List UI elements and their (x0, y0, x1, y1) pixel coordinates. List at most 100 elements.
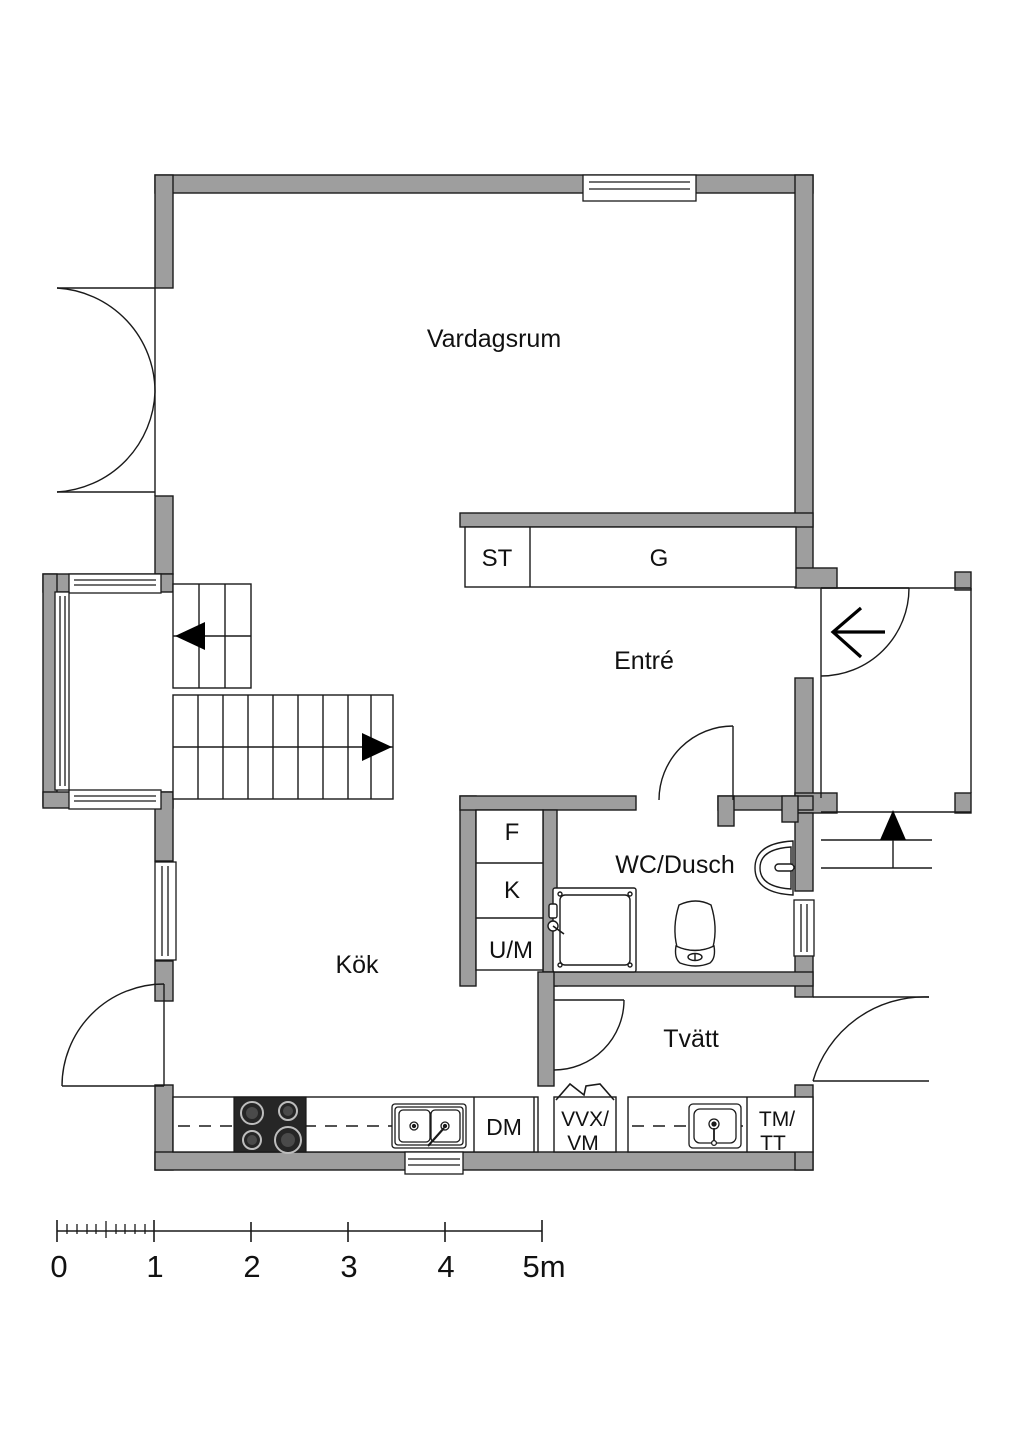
exterior-wall-bottom (154, 1151, 814, 1171)
shower-hinge-tl (557, 891, 563, 897)
step-up-arrow-icon (880, 810, 906, 840)
interior-wall-entrance-kitchen (459, 795, 477, 987)
interior-wall-wc-top-left (459, 795, 637, 811)
closet-bank-group (464, 526, 797, 971)
stair-direction-arrows (175, 622, 392, 761)
stairs-group (172, 583, 394, 800)
burner-1-inner (246, 1107, 258, 1119)
shower-cabin (547, 887, 637, 973)
window-stair-lower-frame (68, 789, 162, 810)
door-laundry-arc (812, 996, 930, 1082)
vvx-vm-unit (553, 1096, 617, 1153)
window-kitchen-left-frame (154, 861, 177, 961)
label-tvatt: Tvätt (663, 1025, 719, 1053)
shower-tray-inner (559, 894, 631, 966)
burner-2 (278, 1101, 298, 1121)
scale-label-2: 2 (243, 1249, 260, 1284)
window-stair-side-frame (54, 591, 70, 791)
kitchen-sink (391, 1103, 467, 1149)
sink-drain-right-dot (442, 1123, 448, 1129)
exterior-wall-left-upper (154, 174, 174, 289)
closet-bank-st-g (464, 526, 797, 588)
laundry-sink-drain-dot (711, 1121, 717, 1127)
label-vvx-vm-line1: VVX/ (561, 1108, 609, 1131)
burner-1 (240, 1101, 264, 1125)
shower-hinge-br (627, 962, 633, 968)
interior-wall-wc-door-jamb (717, 795, 735, 827)
label-tm-tt-line2: TT (760, 1132, 786, 1155)
door-kitchen-arc (61, 983, 165, 1087)
window-stair-side (54, 591, 70, 791)
exterior-wall-right-lower-a (794, 812, 814, 892)
interior-wall-wc-right (781, 795, 799, 823)
door-living-arc-top (56, 287, 156, 393)
door-group (56, 287, 972, 1087)
window-living-top (582, 174, 697, 202)
burner-2-inner (283, 1106, 293, 1116)
label-wc-dusch: WC/Dusch (615, 851, 734, 879)
window-stair-upper-frame (68, 573, 162, 594)
cooktop (233, 1096, 307, 1154)
sink-drain-left-dot (411, 1123, 417, 1129)
vvx-gable-glyph (555, 1082, 615, 1101)
label-closet-f: F (505, 819, 520, 846)
window-stair-lower (68, 789, 162, 810)
scale-label-5m: 5m (522, 1249, 565, 1284)
stair-arrow-down-icon (362, 733, 392, 761)
washbasin (754, 840, 795, 896)
window-kitchen-left (154, 861, 177, 961)
laundry-sink-tap (710, 1139, 718, 1147)
label-kok: Kök (335, 951, 379, 979)
laundry-sink (688, 1103, 742, 1149)
shower-hinge-bl (557, 962, 563, 968)
window-living-top-frame (582, 174, 697, 202)
label-entre: Entré (614, 647, 674, 675)
toilet (674, 900, 716, 967)
window-kitchen-bottom (404, 1151, 464, 1175)
burner-4 (274, 1126, 302, 1154)
label-dishwasher: DM (486, 1114, 522, 1140)
exterior-wall-vestibule-bottom-r (954, 792, 972, 814)
scale-minor-ticks (66, 1221, 146, 1238)
shower-mixer-body (548, 903, 558, 919)
washbasin-faucet (774, 863, 795, 872)
kitchen-counter (172, 1096, 539, 1153)
toilet-bowl (674, 900, 716, 952)
label-closet-st: ST (482, 545, 513, 572)
shower-hinge-tr (627, 891, 633, 897)
window-stair-upper (68, 573, 162, 594)
door-wc-arc (658, 725, 734, 801)
door-living-arc-bottom (56, 391, 156, 493)
entry-arrow-head-icon (830, 606, 863, 659)
exterior-wall-left-mid (154, 495, 174, 575)
stair-arrow-up-icon (175, 622, 205, 650)
sink-faucet (427, 1127, 445, 1147)
burner-3 (242, 1130, 262, 1150)
entry-direction-arrow (830, 606, 885, 659)
scale-label-4: 4 (437, 1249, 454, 1284)
closet-bank-fku (475, 809, 544, 971)
interior-wall-kitchen-laundry (537, 971, 555, 1087)
exterior-wall-top (154, 174, 814, 194)
exterior-wall-right-mid (794, 677, 814, 797)
scale-label-1: 1 (146, 1249, 163, 1284)
exterior-wall-vestibule-top (794, 567, 838, 589)
label-closet-g: G (650, 545, 669, 572)
window-kitchen-bottom-frame (404, 1151, 464, 1175)
scale-label-0: 0 (50, 1249, 67, 1284)
label-vvx-vm-line2: VM (567, 1132, 599, 1155)
burner-4-inner (281, 1133, 295, 1147)
label-vardagsrum: Vardagsrum (427, 325, 561, 353)
scale-label-3: 3 (340, 1249, 357, 1284)
interior-wall-wc-bottom (542, 971, 814, 987)
label-closet-k: K (504, 877, 520, 904)
label-tm-tt-line1: TM/ (759, 1108, 795, 1131)
label-closet-um: U/M (489, 937, 533, 964)
door-entry-arc (820, 587, 910, 677)
scale-bar (56, 1220, 543, 1242)
window-wc-right (793, 899, 815, 957)
shower-mixer-arm (552, 925, 565, 935)
interior-wall-closet-top (459, 512, 814, 528)
